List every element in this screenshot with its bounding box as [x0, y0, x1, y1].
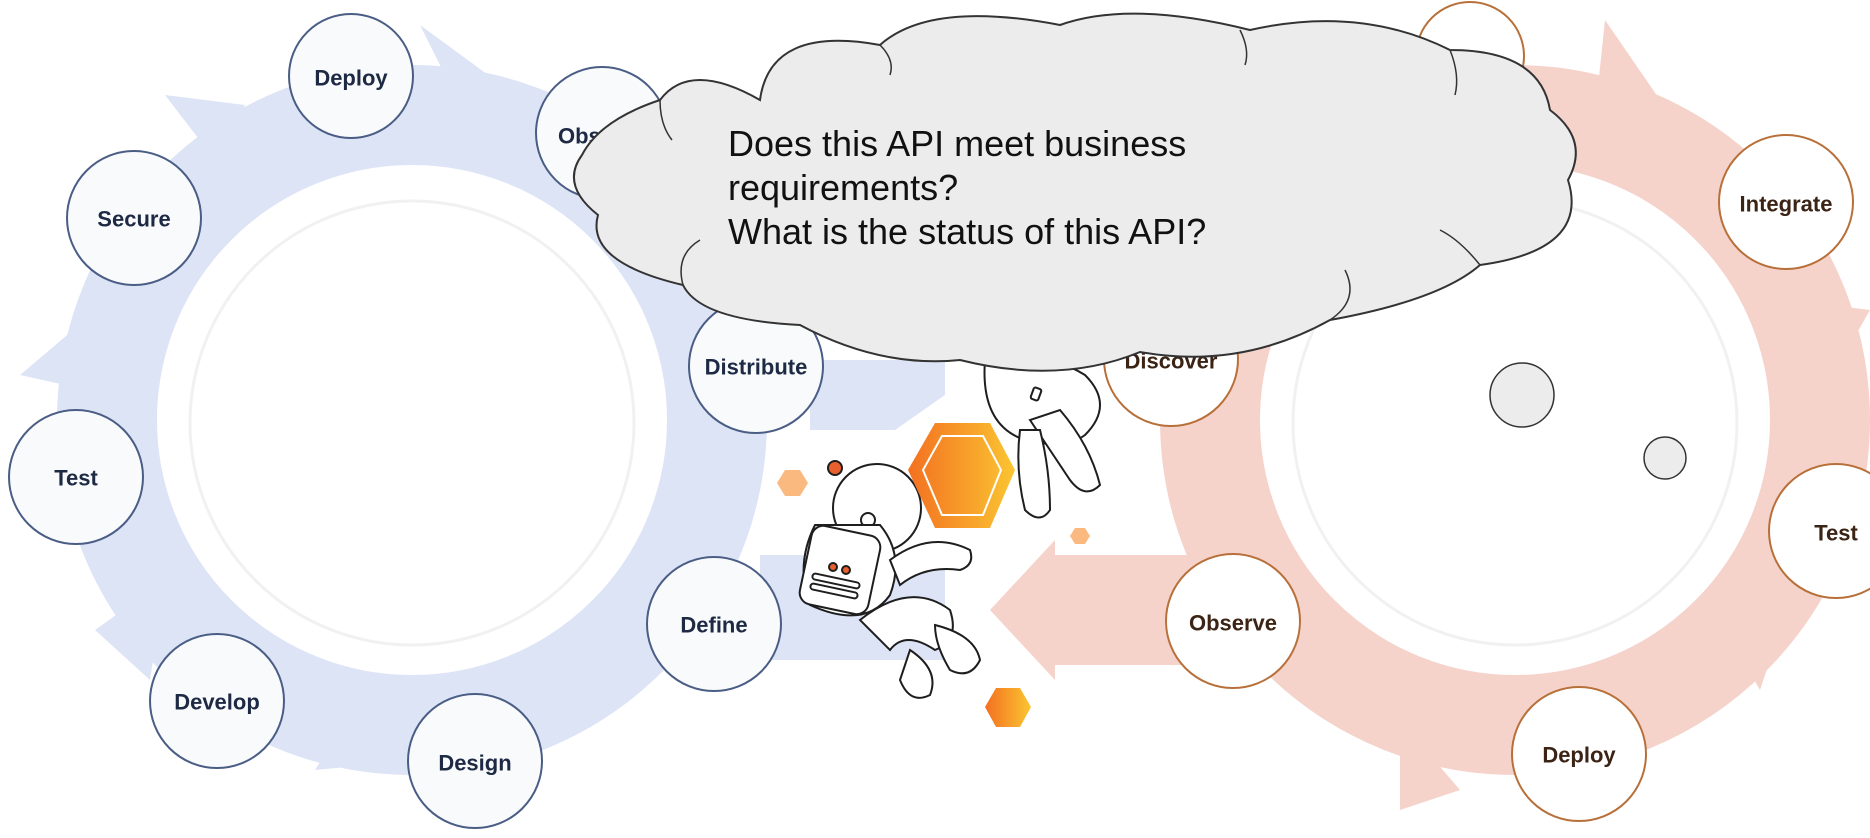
astronaut-illustration	[798, 356, 1102, 699]
node-label: Test	[54, 466, 98, 491]
node-label: Test	[1814, 521, 1858, 546]
hexagon-decoration-large	[908, 423, 1015, 528]
node-test-left[interactable]: Test	[8, 409, 144, 545]
node-distribute-left[interactable]: Distribute	[688, 298, 824, 434]
thought-line-2: requirements?	[728, 167, 958, 208]
node-label: Observe	[1189, 611, 1277, 636]
node-label: Define	[680, 613, 747, 638]
node-label: Integrate	[1740, 192, 1833, 217]
node-deploy-right[interactable]: Deploy	[1511, 686, 1647, 822]
thought-line-3: What is the status of this API?	[728, 211, 1206, 252]
node-define-left[interactable]: Define	[646, 556, 782, 692]
node-label: Secure	[97, 207, 170, 232]
node-observe-right[interactable]: Observe	[1165, 553, 1301, 689]
node-secure-left[interactable]: Secure	[66, 150, 202, 286]
node-label: Deploy	[314, 66, 388, 91]
node-integrate-right[interactable]: Integrate	[1718, 134, 1854, 270]
node-test-right[interactable]: Test	[1768, 463, 1870, 599]
node-deploy-left[interactable]: Deploy	[288, 13, 414, 139]
node-design-left[interactable]: Design	[407, 693, 543, 829]
left-inner-circle	[188, 199, 636, 647]
hexagon-decoration-small-left	[777, 470, 808, 496]
thought-line-1: Does this API meet business	[728, 123, 1186, 164]
thought-cloud: Does this API meet business requirements…	[573, 12, 1577, 372]
node-label: Design	[438, 751, 511, 776]
node-develop-left[interactable]: Develop	[149, 633, 285, 769]
decorative-bubble-large	[1489, 362, 1555, 428]
hexagon-decoration-tiny	[1070, 528, 1090, 544]
decorative-bubble-medium	[1643, 436, 1687, 480]
node-label: Deploy	[1542, 743, 1616, 768]
node-label: Distribute	[705, 355, 808, 380]
node-label: Develop	[174, 690, 260, 715]
hexagon-decoration-bottom	[985, 688, 1031, 727]
